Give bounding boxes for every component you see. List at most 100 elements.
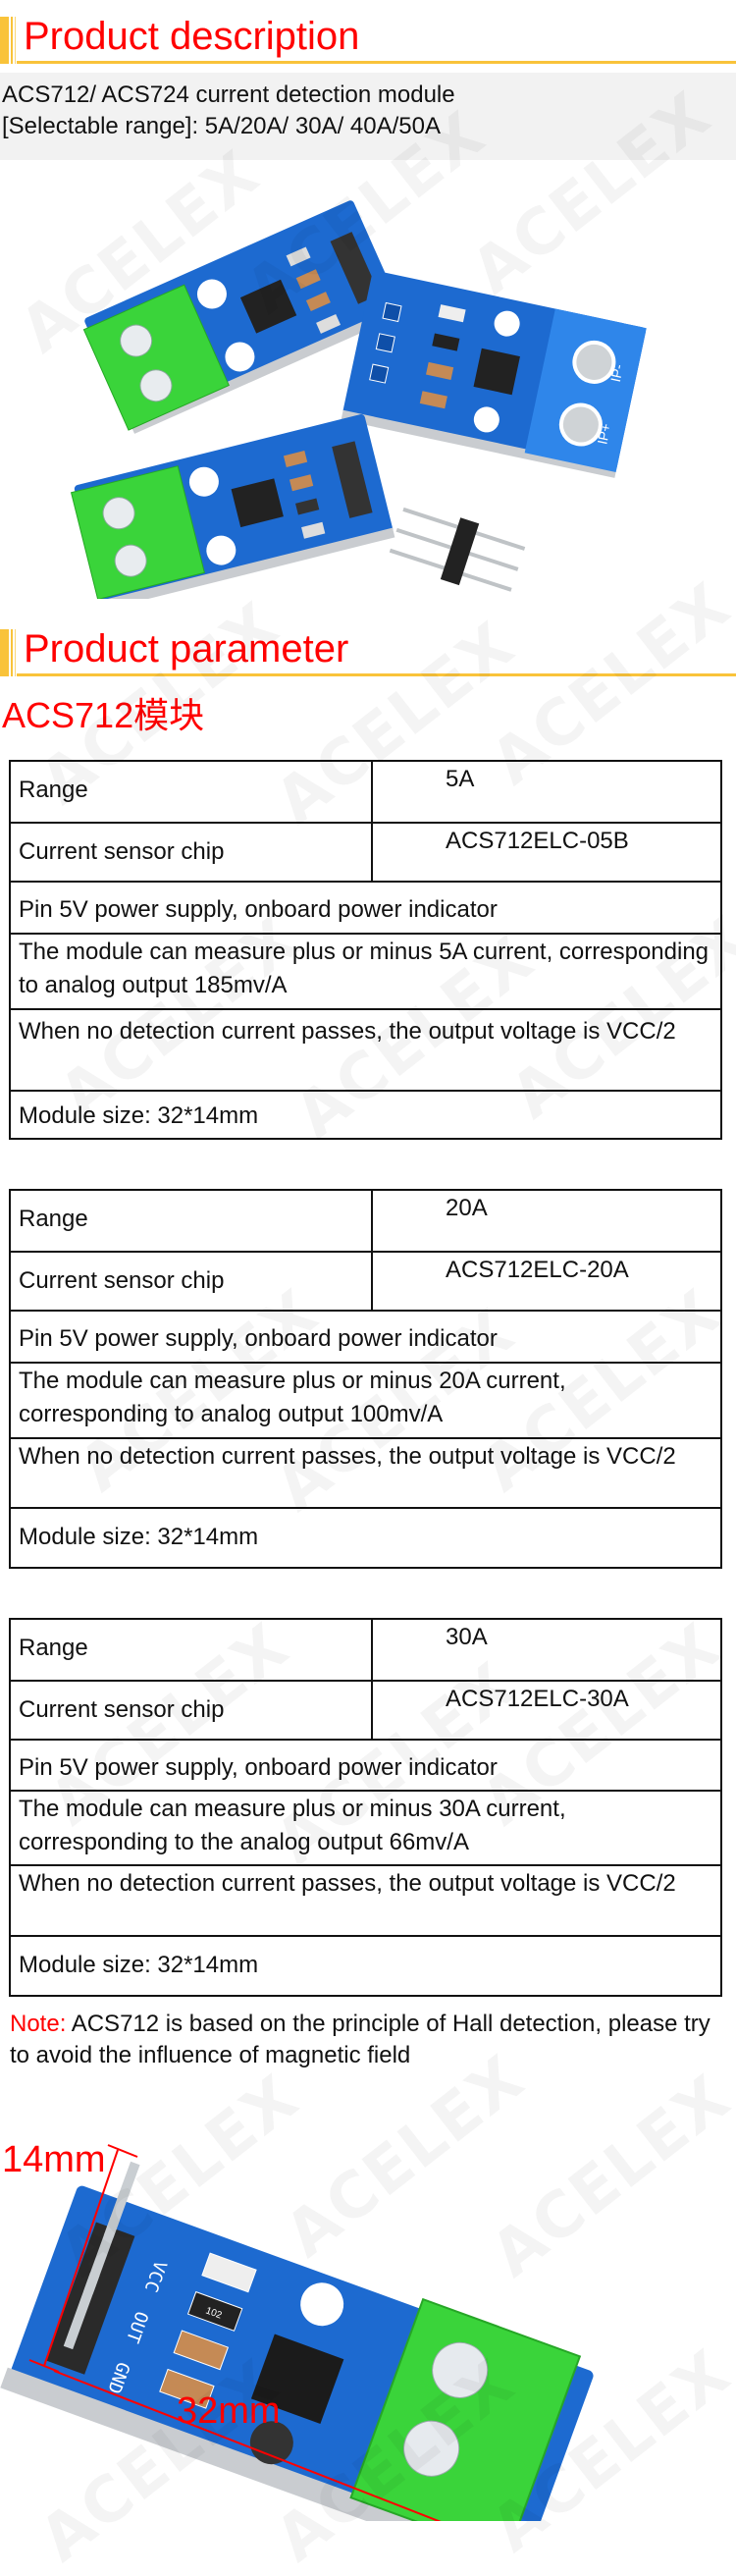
smd-component <box>316 313 342 334</box>
sensor-chip <box>239 279 297 334</box>
screw-icon <box>432 2341 489 2398</box>
silk-label-ip-minus: IP- <box>607 362 626 383</box>
table-row-power: Pin 5V power supply, onboard power indic… <box>11 1739 720 1790</box>
pcb-edge <box>0 2367 530 2521</box>
table-row-size: Module size: 32*14mm <box>11 1090 720 1138</box>
table-row-idle: When no detection current passes, the ou… <box>11 1864 720 1935</box>
description-box: ACS712/ ACS724 current detection module … <box>0 73 736 160</box>
product-photo: IP- IP+ <box>70 200 647 599</box>
column-divider <box>371 1682 373 1739</box>
size-text: Module size: 32*14mm <box>19 1102 259 1129</box>
measure-text: The module can measure plus or minus 20A… <box>19 1368 566 1427</box>
mount-hole <box>206 535 237 565</box>
smd-component <box>432 333 460 351</box>
pin-pad <box>369 363 390 384</box>
silk-label-ip-plus: IP+ <box>594 422 613 446</box>
copper-pad <box>524 308 647 472</box>
range-label: Range <box>19 1635 88 1661</box>
pcb-edge <box>130 304 404 434</box>
range-value: 30A <box>446 1624 488 1650</box>
column-divider <box>371 762 373 822</box>
module-subtitle: ACS712模块 <box>2 695 205 735</box>
spec-table-30a: Range 30A Current sensor chip ACS712ELC-… <box>9 1618 722 1997</box>
sensor-chip <box>250 2334 344 2424</box>
header-accent-line <box>15 17 16 64</box>
hall-detection-note: Note: ACS712 is based on the principle o… <box>10 2009 736 2071</box>
mount-hole <box>300 2282 344 2327</box>
section-header-parameter: Product parameter <box>0 627 736 676</box>
column-divider <box>371 1620 373 1680</box>
dimension-tick <box>107 2144 138 2158</box>
capacitor <box>159 2368 215 2409</box>
table-row-idle: When no detection current passes, the ou… <box>11 1008 720 1090</box>
section-header-description: Product description <box>0 15 736 64</box>
smd-component <box>438 304 466 323</box>
idle-text: When no detection current passes, the ou… <box>19 1018 676 1045</box>
pin-header <box>332 441 373 518</box>
led-indicator <box>201 2252 257 2293</box>
table-row-measure: The module can measure plus or minus 20A… <box>11 1362 720 1437</box>
sensor-chip <box>473 348 520 396</box>
dimension-tick <box>28 2359 60 2373</box>
table-row-size: Module size: 32*14mm <box>11 1507 720 1567</box>
idle-text: When no detection current passes, the ou… <box>19 1443 676 1470</box>
pin-pad <box>382 301 402 323</box>
height-dimension-line <box>43 2149 119 2367</box>
screw-icon <box>102 497 135 530</box>
chip-label: Current sensor chip <box>19 838 225 865</box>
terminal-hole <box>572 340 616 384</box>
table-row-size: Module size: 32*14mm <box>11 1935 720 1995</box>
power-text: Pin 5V power supply, onboard power indic… <box>19 896 498 923</box>
table-row-chip: Current sensor chip ACS712ELC-05B <box>11 822 720 881</box>
header-underline <box>17 61 736 64</box>
sensor-module-dimensioned: VCC OUT GND 102 <box>0 2161 594 2521</box>
table-row-range: Range 30A <box>11 1620 720 1680</box>
header-accent-line <box>15 629 16 676</box>
smd-component <box>301 521 326 539</box>
sensor-chip <box>231 478 284 528</box>
size-text: Module size: 32*14mm <box>19 1952 259 1978</box>
mount-hole <box>494 310 520 337</box>
mount-hole <box>225 342 255 372</box>
smd-component <box>286 246 311 267</box>
header-accent-bar <box>0 17 9 64</box>
screw-icon <box>403 2420 460 2477</box>
smd-component <box>295 498 320 515</box>
screw-terminal <box>70 465 205 599</box>
height-dimension-label: 14mm <box>2 2139 106 2180</box>
chip-label: Current sensor chip <box>19 1267 225 1294</box>
dimension-photo: VCC OUT GND 102 <box>0 2144 594 2521</box>
range-label: Range <box>19 1206 88 1232</box>
table-row-range: Range 20A <box>11 1191 720 1251</box>
width-dimension-label: 32mm <box>177 2390 281 2432</box>
table-row-chip: Current sensor chip ACS712ELC-30A <box>11 1680 720 1739</box>
smd-component <box>305 292 331 312</box>
header-underline <box>17 673 736 676</box>
section-title: Product parameter <box>24 627 349 671</box>
width-dimension-line <box>53 2370 442 2521</box>
smd-component <box>426 361 454 380</box>
range-value: 20A <box>446 1195 488 1221</box>
power-text: Pin 5V power supply, onboard power indic… <box>19 1325 498 1352</box>
power-text: Pin 5V power supply, onboard power indic… <box>19 1754 498 1781</box>
table-row-measure: The module can measure plus or minus 30A… <box>11 1790 720 1864</box>
chip-value: ACS712ELC-05B <box>446 828 629 854</box>
measure-text: The module can measure plus or minus 5A … <box>19 939 710 998</box>
description-line: ACS712/ ACS724 current detection module <box>2 81 455 108</box>
pin-pad <box>375 333 395 353</box>
mount-hole <box>188 466 219 497</box>
mount-hole <box>196 279 227 309</box>
sensor-module-c <box>70 414 395 599</box>
table-row-power: Pin 5V power supply, onboard power indic… <box>11 1310 720 1362</box>
range-label: Range <box>19 777 88 803</box>
table-row-power: Pin 5V power supply, onboard power indic… <box>11 881 720 933</box>
smd-component <box>283 451 308 467</box>
smd-component <box>289 474 314 492</box>
header-accent-bar <box>0 629 9 676</box>
table-row-range: Range 5A <box>11 762 720 822</box>
mount-hole <box>473 406 499 433</box>
measure-text: The module can measure plus or minus 30A… <box>19 1796 566 1855</box>
screw-icon <box>120 324 153 357</box>
column-divider <box>371 1253 373 1310</box>
sensor-module-b: IP- IP+ <box>341 270 647 478</box>
